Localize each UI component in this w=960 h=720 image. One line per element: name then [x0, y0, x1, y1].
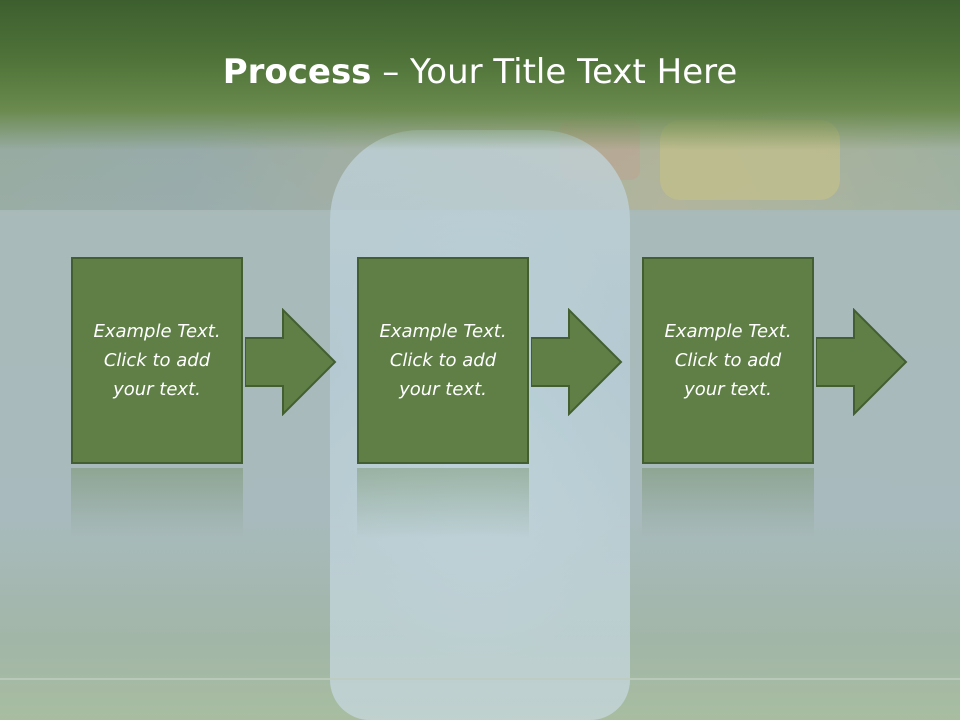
title-band	[0, 0, 960, 150]
step-2-line-1: Example Text.	[379, 321, 507, 342]
step-2-line-3: your text.	[399, 379, 487, 400]
right-arrow-icon	[531, 308, 623, 416]
slide-title-rest: – Your Title Text Here	[371, 52, 738, 92]
step-1-line-2: Click to add	[103, 350, 211, 371]
step-2-reflection	[357, 468, 529, 538]
step-2-text: Example Text. Click to add your text.	[368, 317, 518, 404]
slide-title[interactable]: Process – Your Title Text Here	[0, 52, 960, 92]
step-1-line-3: your text.	[113, 379, 201, 400]
step-2-box[interactable]: Example Text. Click to add your text.	[357, 257, 529, 464]
step-3-text: Example Text. Click to add your text.	[653, 317, 803, 404]
pitch-line	[0, 678, 960, 680]
slide-title-bold: Process	[222, 52, 372, 92]
right-arrow-icon	[245, 308, 337, 416]
step-1-line-1: Example Text.	[93, 321, 221, 342]
step-3-box[interactable]: Example Text. Click to add your text.	[642, 257, 814, 464]
step-1-text: Example Text. Click to add your text.	[82, 317, 232, 404]
step-3-line-1: Example Text.	[664, 321, 792, 342]
step-1-reflection	[71, 468, 243, 538]
step-3-line-2: Click to add	[674, 350, 782, 371]
step-1-box[interactable]: Example Text. Click to add your text.	[71, 257, 243, 464]
step-3-line-3: your text.	[684, 379, 772, 400]
right-arrow-icon	[816, 308, 908, 416]
step-2-line-2: Click to add	[389, 350, 497, 371]
step-3-reflection	[642, 468, 814, 538]
